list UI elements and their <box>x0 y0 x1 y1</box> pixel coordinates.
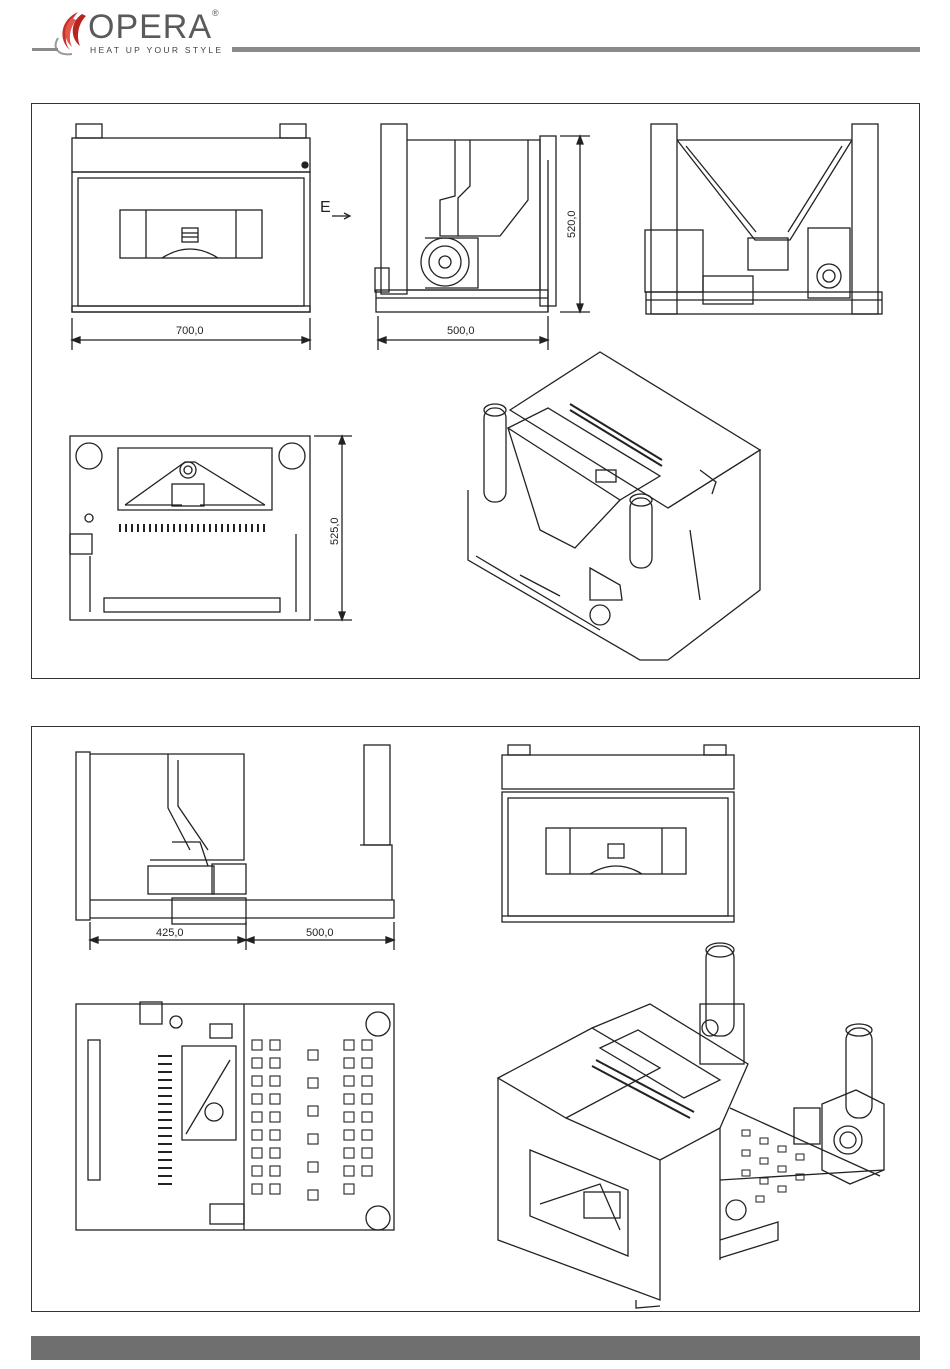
side-extended-view <box>76 745 394 924</box>
footer-bar <box>31 1336 920 1360</box>
front-view-2 <box>502 745 734 922</box>
isometric-view-2 <box>498 943 884 1308</box>
dim-right-extended: 500,0 <box>306 927 334 939</box>
top-extended-view <box>76 1002 394 1230</box>
dim-left-extended: 425,0 <box>156 927 184 939</box>
